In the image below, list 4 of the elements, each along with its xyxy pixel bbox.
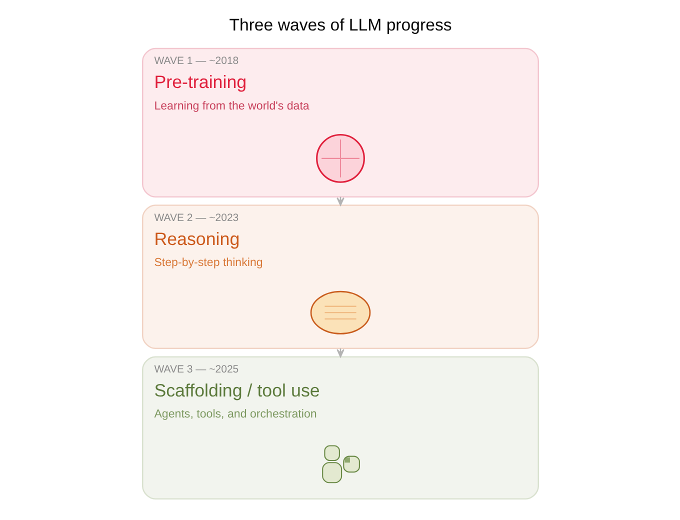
node-picture — [316, 134, 364, 183]
diagram-title: Three waves of LLM progress — [228, 15, 452, 34]
node-picture — [310, 290, 370, 334]
cluster: WAVE 3 — ~2025 Scaffolding / tool use Agents, tools, and orchestration — [142, 356, 538, 500]
